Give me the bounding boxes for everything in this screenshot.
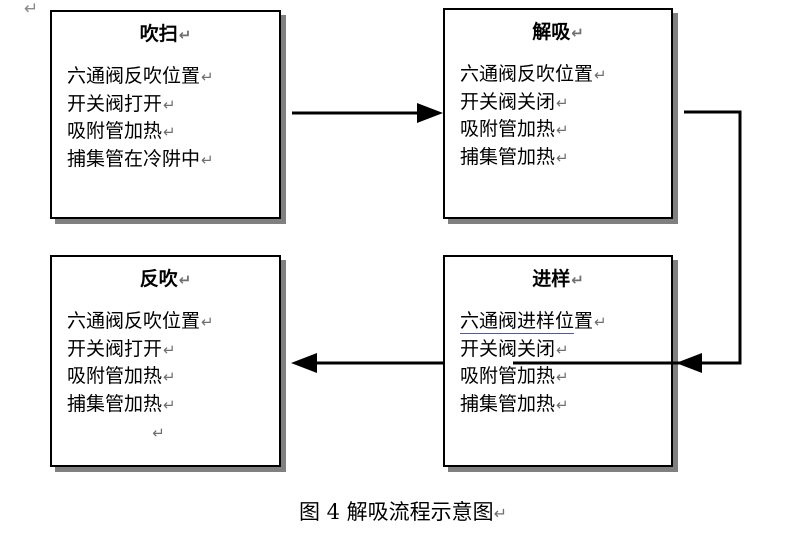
paragraph-mark-icon: ↵ (571, 271, 584, 289)
paragraph-mark-icon: ↵ (556, 149, 569, 168)
figure-caption-text: 图 4 解吸流程示意图 (298, 500, 494, 524)
paragraph-mark-icon: ↵ (556, 396, 569, 415)
box-title-inject: 进样↵ (445, 269, 671, 290)
arrow-inject-to-backflush (291, 353, 443, 373)
box-lines-desorb: 六通阀反吹位置↵ 开关阀关闭↵ 吸附管加热↵ 捕集管加热↵ (445, 61, 671, 172)
box-title-text: 吹扫 (139, 23, 178, 45)
box-line-text: 六通阀反吹位置 (67, 64, 201, 87)
flow-box-desorb: 解吸↵ 六通阀反吹位置↵ 开关阀关闭↵ 吸附管加热↵ 捕集管加热↵ (443, 8, 673, 219)
box-lines-backflush: 六通阀反吹位置↵ 开关阀打开↵ 吸附管加热↵ 捕集管加热↵ ↵ (52, 308, 279, 447)
box-title-desorb: 解吸↵ (445, 22, 671, 43)
box-line: 开关阀打开↵ (67, 91, 279, 119)
box-line-text-tail: 置 (574, 309, 594, 332)
box-line-text-underlined: 六通阀进样位 (460, 309, 575, 334)
box-line-text: 六通阀反吹位置 (67, 309, 201, 332)
paragraph-mark-icon: ↵ (163, 396, 176, 415)
paragraph-mark-icon: ↵ (163, 123, 176, 142)
box-line: 捕集管加热↵ (460, 391, 671, 419)
box-line: 吸附管加热↵ (460, 116, 671, 144)
box-line: 六通阀反吹位置↵ (67, 63, 279, 91)
box-title-purge: 吹扫↵ (52, 24, 279, 45)
box-line: 捕集管加热↵ (67, 391, 279, 419)
box-line-text: 吸附管加热 (460, 118, 556, 141)
flow-box-backflush: 反吹↵ 六通阀反吹位置↵ 开关阀打开↵ 吸附管加热↵ 捕集管加热↵ ↵ (50, 255, 281, 467)
paragraph-mark-icon: ↵ (493, 504, 508, 523)
box-line: 六通阀反吹位置↵ (460, 61, 671, 89)
paragraph-mark-icon: ↵ (163, 340, 176, 359)
box-title-backflush: 反吹↵ (52, 269, 279, 290)
flow-box-purge: 吹扫↵ 六通阀反吹位置↵ 开关阀打开↵ 吸附管加热↵ 捕集管在冷阱中↵ (50, 10, 281, 219)
paragraph-mark-icon: ↵ (178, 26, 192, 44)
box-line: 开关阀关闭↵ (460, 336, 671, 364)
paragraph-mark-icon: ↵ (201, 312, 214, 331)
box-line-text: 捕集管加热 (67, 393, 163, 416)
box-line-text: 捕集管加热 (460, 393, 556, 416)
box-line: 开关阀打开↵ (67, 336, 279, 364)
box-line-text: 开关阀关闭 (460, 337, 556, 360)
box-lines-purge: 六通阀反吹位置↵ 开关阀打开↵ 吸附管加热↵ 捕集管在冷阱中↵ (52, 63, 279, 174)
box-line-text: 开关阀打开 (67, 337, 163, 360)
paragraph-mark-icon: ↵ (163, 368, 176, 387)
box-title-text: 解吸 (532, 21, 571, 43)
box-lines-inject: 六通阀进样位置↵ 开关阀关闭↵ 吸附管加热↵ 捕集管加热↵ (445, 308, 671, 419)
paragraph-mark-icon: ↵ (556, 121, 569, 140)
box-line: 开关阀关闭↵ (460, 89, 671, 117)
stray-paragraph-mark: ↵ (24, 0, 39, 19)
paragraph-mark-icon: ↵ (178, 271, 192, 289)
paragraph-mark-icon: ↵ (556, 340, 569, 359)
box-line-hyperlink[interactable]: 六通阀进样位置↵ (460, 308, 671, 336)
paragraph-mark-icon: ↵ (556, 93, 569, 112)
paragraph-mark-icon: ↵ (163, 95, 176, 114)
paragraph-mark-icon: ↵ (594, 65, 607, 84)
paragraph-mark-icon: ↵ (556, 368, 569, 387)
paragraph-mark-icon: ↵ (571, 24, 584, 42)
box-line-text: 捕集管在冷阱中 (67, 148, 201, 171)
box-line-text: 吸附管加热 (460, 365, 556, 388)
paragraph-mark-icon: ↵ (594, 312, 607, 331)
box-line: 六通阀反吹位置↵ (67, 308, 279, 336)
box-line-empty: ↵ (67, 419, 279, 447)
paragraph-mark-icon: ↵ (201, 67, 214, 86)
box-line-text: 吸附管加热 (67, 120, 163, 143)
box-title-text: 反吹 (139, 268, 178, 290)
box-line-text: 开关阀关闭 (460, 90, 556, 113)
box-line-text: 六通阀反吹位置 (460, 62, 594, 85)
box-line-text: 捕集管加热 (460, 146, 556, 169)
box-line: 捕集管在冷阱中↵ (67, 146, 279, 174)
paragraph-mark-icon: ↵ (201, 151, 214, 170)
box-title-text: 进样 (532, 268, 571, 290)
arrow-purge-to-desorb (292, 103, 443, 123)
box-line-text: 吸附管加热 (67, 365, 163, 388)
paragraph-mark-icon: ↵ (152, 423, 165, 442)
box-line-text: 开关阀打开 (67, 92, 163, 115)
figure-caption: 图 4 解吸流程示意图↵ (0, 500, 806, 525)
box-line: 吸附管加热↵ (460, 363, 671, 391)
box-line: 吸附管加热↵ (67, 363, 279, 391)
box-line: 捕集管加热↵ (460, 144, 671, 172)
box-line: 吸附管加热↵ (67, 118, 279, 146)
flow-box-inject: 进样↵ 六通阀进样位置↵ 开关阀关闭↵ 吸附管加热↵ 捕集管加热↵ (443, 255, 673, 467)
